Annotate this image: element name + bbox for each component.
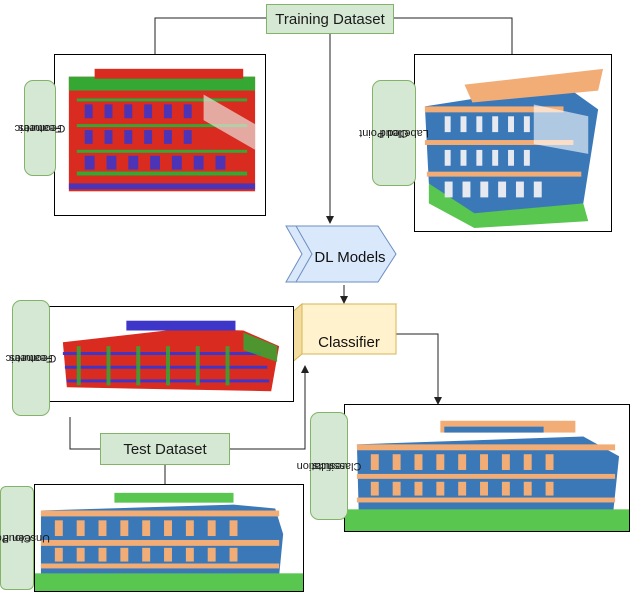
classifier-cube	[288, 302, 398, 366]
test-features-image	[46, 306, 294, 402]
unseen-point-cloud-image	[34, 484, 304, 592]
test-dataset-label: Test Dataset	[100, 433, 230, 465]
training-features-image	[54, 54, 266, 216]
classifier-label: Classifier	[318, 333, 380, 351]
dl-models-label: DL Models	[314, 248, 386, 266]
arrow-test-to-classifier	[230, 365, 309, 450]
arrow-classifier-to-results	[396, 333, 442, 405]
line-training-to-labelled	[394, 17, 513, 54]
line-test-to-features	[69, 417, 100, 450]
classification-results-image	[344, 404, 630, 532]
labelled-point-cloud-image	[414, 54, 612, 232]
training-dataset-label: Training Dataset	[266, 4, 394, 34]
dl-models-shape	[285, 225, 397, 283]
line-training-to-features	[154, 17, 266, 54]
